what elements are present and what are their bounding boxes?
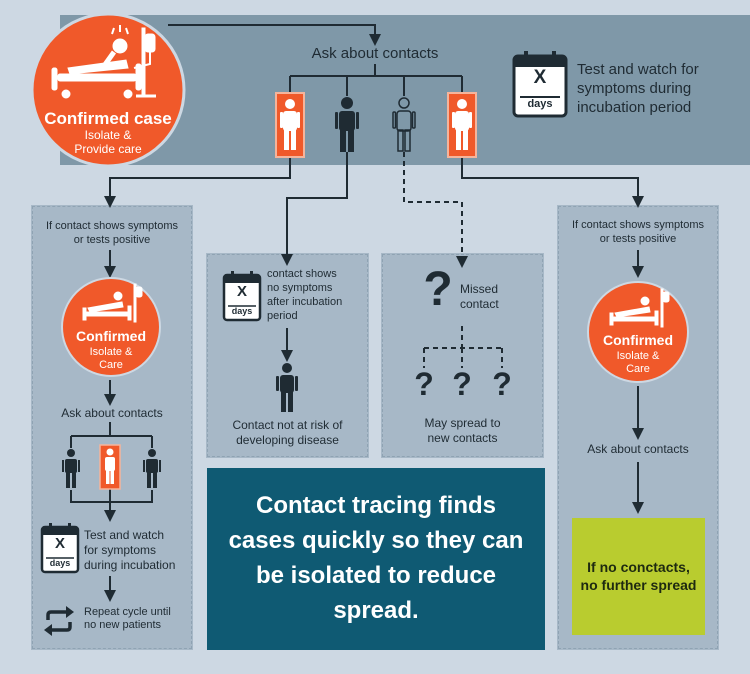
no-further-spread-box: If no conctacts, no further spread — [572, 518, 705, 635]
calendar-left-days: days — [49, 558, 71, 568]
contact-4-highlighted-person-icon — [447, 92, 477, 158]
test-watch-top-line1: Test and watch for — [577, 61, 699, 78]
calendar-middle-x: X — [236, 283, 247, 300]
right-confirmed-sub1: Isolate & — [616, 350, 660, 362]
right-condition-line1: If contact shows symptoms — [571, 219, 705, 231]
no-symptoms-line1: contact shows — [267, 268, 337, 280]
middle-panel-missed-contact — [381, 253, 544, 458]
right-confirmed-sub2: Care — [626, 363, 650, 375]
left-repeat-line1: Repeat cycle until — [84, 606, 171, 618]
may-spread-line1: May spread to — [424, 416, 501, 430]
right-confirmed-circle — [587, 281, 689, 383]
no-symptoms-line2: no symptoms — [267, 282, 333, 294]
ask-about-contacts-top: Ask about contacts — [311, 45, 439, 62]
left-condition-line2: or tests positive — [73, 234, 151, 246]
hospital-bed-icon — [51, 25, 156, 99]
left-confirmed-title: Confirmed — [76, 328, 146, 344]
repeat-cycle-icon — [44, 606, 74, 636]
contact-2-person-icon — [335, 97, 359, 152]
missed-contact-line1: Missed — [460, 282, 499, 296]
not-at-risk-line2: developing disease — [236, 433, 339, 447]
unknown-contact-question-icon-1: ? — [414, 366, 434, 402]
confirmed-case-title: Confirmed case — [44, 109, 172, 128]
no-spread-line1: If no conctacts, — [587, 559, 690, 575]
left-test-watch-line1: Test and watch — [84, 528, 165, 542]
contact-1-highlighted-person-icon — [275, 92, 305, 158]
left-ask-about-contacts: Ask about contacts — [61, 406, 163, 420]
not-at-risk-line1: Contact not at risk of — [232, 418, 343, 432]
calendar-icon-middle — [222, 271, 262, 322]
no-symptoms-line4: period — [267, 310, 298, 322]
calendar-icon-left — [40, 523, 80, 574]
left-test-watch-line3: during incubation — [84, 558, 176, 572]
unknown-contact-question-icon-2: ? — [452, 366, 472, 402]
calendar-top-x: X — [533, 67, 547, 88]
left-test-watch-line2: for symptoms — [84, 543, 157, 557]
calendar-middle-days: days — [231, 306, 253, 316]
missed-contact-question-icon: ? — [423, 263, 453, 316]
confirmed-case-sub2: Provide care — [74, 142, 142, 156]
left-contact-person-icon-2 — [143, 449, 161, 488]
calendar-icon-top — [512, 51, 568, 118]
left-confirmed-sub2: Care — [99, 359, 123, 371]
left-condition-line1: If contact shows symptoms — [45, 220, 179, 232]
key-message-text: Contact tracing finds cases quickly so t… — [228, 492, 524, 624]
unknown-contact-question-icon-3: ? — [492, 366, 512, 402]
no-spread-line2: no further spread — [580, 576, 697, 593]
right-confirmed-title: Confirmed — [603, 332, 673, 348]
may-spread-line2: new contacts — [427, 431, 498, 445]
left-repeat-line2: no new patients — [84, 619, 162, 631]
right-condition-line2: or tests positive — [599, 233, 677, 245]
test-watch-top-line2: symptoms during — [577, 80, 692, 97]
confirmed-case-sub1: Isolate & — [84, 128, 132, 142]
calendar-left-x: X — [54, 535, 65, 552]
left-contact-highlighted-person-icon — [99, 444, 121, 490]
key-message-box: Contact tracing finds cases quickly so t… — [207, 468, 545, 650]
right-ask-about-contacts: Ask about contacts — [587, 442, 689, 456]
calendar-top-days: days — [527, 98, 553, 110]
left-confirmed-circle — [61, 277, 161, 377]
safe-contact-person-icon — [276, 363, 298, 412]
left-contact-person-icon-1 — [62, 449, 80, 488]
no-symptoms-line3: after incubation — [267, 296, 343, 308]
contact-3-outline-person-icon — [392, 97, 416, 152]
missed-contact-line2: contact — [460, 297, 499, 311]
left-confirmed-sub1: Isolate & — [89, 346, 133, 358]
test-watch-top-line3: incubation period — [577, 99, 692, 116]
